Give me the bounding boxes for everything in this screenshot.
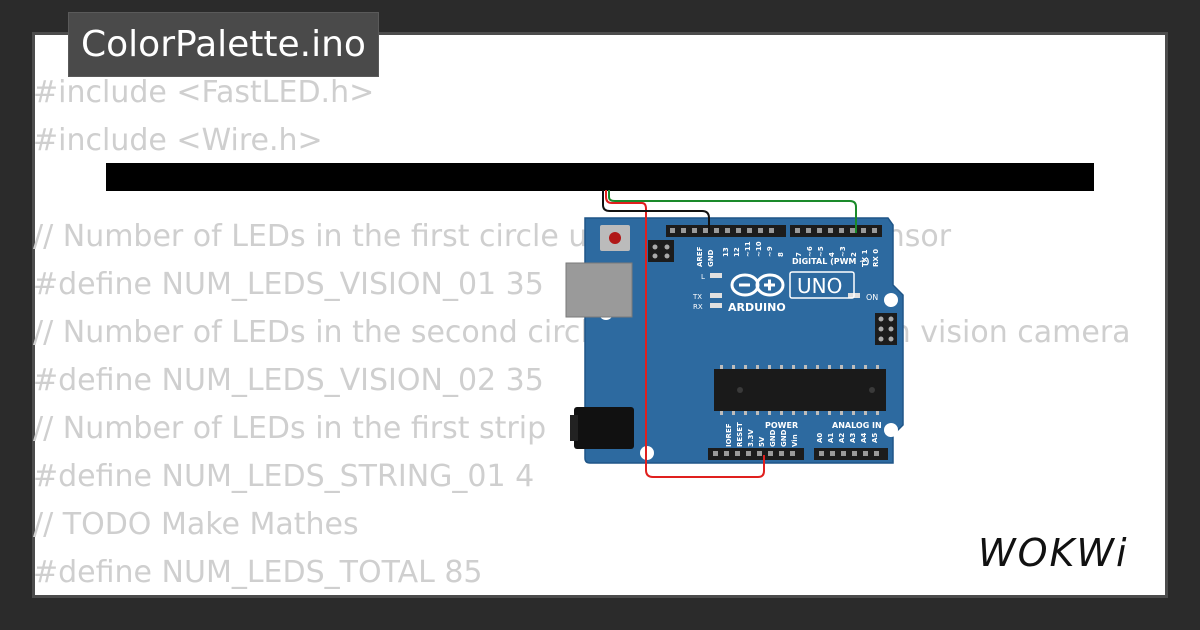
mounting-hole (884, 293, 898, 307)
mounting-hole (884, 423, 898, 437)
wokwi-logo-text: WOKWi (978, 531, 1129, 575)
code-line: #define NUM_LEDS_TOTAL 85 (33, 555, 483, 590)
led-l (710, 273, 722, 278)
code-line: #include <FastLED.h> (33, 75, 375, 110)
pin-label-a0: A0 (816, 433, 824, 443)
pin-label-3v3: 3.3V (747, 429, 755, 447)
wokwi-logo: WOKWi (978, 531, 1129, 575)
pin-label-aref: AREF (696, 246, 704, 267)
board-model-label: UNO (797, 274, 842, 298)
wire-green (608, 190, 857, 233)
analog-label: ANALOG IN (832, 421, 882, 430)
pin-label-tx: TX 1 (861, 249, 869, 267)
pin-label-gnd1: GND (769, 429, 777, 447)
pin-label-13: 13 (722, 247, 730, 257)
pin-label-vin: Vin (791, 434, 799, 447)
led-tx (710, 293, 722, 298)
led-rx-label: RX (693, 303, 703, 311)
project-title: ColorPalette.ino (68, 12, 379, 77)
pin-label-a2: A2 (838, 433, 846, 443)
pin-label-7: 7 (795, 252, 803, 257)
power-label: POWER (765, 421, 798, 430)
led-rx (710, 303, 722, 308)
pin-label-a4: A4 (860, 433, 868, 443)
pin-label-gnd2: GND (780, 429, 788, 447)
pin-label-9: ~9 (766, 246, 774, 257)
code-line: #define NUM_LEDS_VISION_02 35 (33, 363, 544, 398)
pin-label-12: 12 (733, 247, 741, 257)
led-on-label: ON (866, 293, 878, 302)
pin-label-5v: 5V (758, 436, 766, 447)
pin-label-3: ~3 (839, 246, 847, 257)
pin-label-reset: RESET (736, 422, 744, 447)
code-line: #include <Wire.h> (33, 123, 323, 158)
pin-label-a1: A1 (827, 433, 835, 443)
pin-label-2: 2 (850, 252, 858, 257)
code-line: // Number of LEDs in the first strip (33, 411, 547, 446)
led-tx-label: TX (692, 293, 702, 301)
top-header-right (790, 225, 882, 237)
pin-label-a5: A5 (871, 433, 879, 443)
led-l-label: L (701, 273, 705, 281)
power-jack (574, 407, 634, 449)
code-line: #define NUM_LEDS_STRING_01 4 (33, 459, 535, 494)
code-line: #define NUM_LEDS_VISION_01 35 (33, 267, 544, 302)
arduino-logo-icon (730, 273, 785, 297)
wire-black (602, 190, 710, 233)
power-header (708, 448, 804, 460)
pin-label-gnd: GND (707, 249, 715, 267)
pin-label-4: 4 (828, 252, 836, 257)
led-strip-bar (106, 163, 1094, 191)
wire-red (605, 190, 765, 478)
pin-label-rx: RX 0 (872, 249, 880, 267)
pin-label-6: ~6 (806, 246, 814, 257)
pin-label-ioref: IOREF (725, 423, 733, 447)
usb-connector (565, 262, 633, 318)
code-listing: #include <FastLED.h> #include <Wire.h> // … (33, 69, 1131, 590)
pin-label-8: 8 (777, 252, 785, 257)
pin-label-5: ~5 (817, 246, 825, 257)
pin-label-10: ~10 (755, 241, 763, 257)
arduino-uno-board: AREF GND 13 12 ~11 ~10 ~9 8 7 ~6 ~5 4 ~3… (565, 190, 904, 478)
pin-label-11: ~11 (744, 241, 752, 257)
pin-label-a3: A3 (849, 433, 857, 443)
board-brand-label: ARDUINO (728, 301, 786, 314)
digital-header-label: DIGITAL (PWM ~) (792, 257, 870, 266)
code-line: // TODO Make Mathes (33, 507, 359, 542)
